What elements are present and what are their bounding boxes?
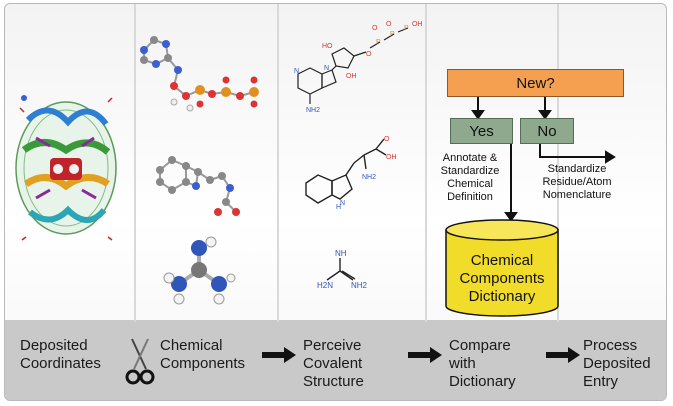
svg-text:NH2: NH2 [306,107,320,114]
tryptophan-2d-structure-icon: H N NH2 O OH [305,136,397,211]
svg-text:OH: OH [346,73,357,80]
svg-text:O: O [386,21,392,28]
svg-text:NH2: NH2 [362,174,376,181]
svg-text:O: O [372,25,378,32]
atp-ball-stick-icon [140,36,259,112]
svg-text:OH: OH [412,21,423,28]
dictionary-label: Chemical Components Dictionary [459,252,545,305]
column-divider [425,4,427,322]
step-process-deposited-entry: Process Deposited Entry [583,337,651,390]
column-divider [557,4,559,322]
protein-structure-icon [15,95,117,241]
guanidine-ball-stick-icon [163,236,236,305]
svg-text:OH: OH [386,154,397,161]
svg-text:N: N [294,68,299,75]
svg-text:N: N [324,65,329,72]
no-branch-node: No [520,118,574,144]
svg-text:O: O [384,136,390,143]
atp-atom-labels-icon: NH2 N N HO OH O P P P O O OH [294,21,423,114]
yes-branch-node: Yes [450,118,513,144]
atp-2d-structure-icon: NH2 N N HO OH O P P P O O OH [294,21,423,114]
step-deposited-coordinates: Deposited Coordinates [20,337,101,372]
guanidine-2d-structure-icon: NH H2N NH2 [317,249,368,290]
svg-text:NH2: NH2 [351,281,368,290]
annotate-note: Annotate & Standardize Chemical Definiti… [440,152,500,203]
flow-arrow-icon [546,347,580,363]
step-chemical-components: Chemical Components [160,337,246,372]
svg-text:O: O [366,51,372,58]
svg-text:P: P [404,25,409,32]
flow-arrow-icon [408,347,442,363]
svg-text:NH: NH [335,249,347,258]
column-divider [134,4,136,322]
svg-text:N: N [340,200,345,207]
tryptophan-ball-stick-icon [156,156,240,216]
svg-text:P: P [390,31,395,38]
standardize-note: Standardize Residue/Atom Nomenclature [542,163,612,201]
column-divider [277,4,279,322]
step-compare-with-dictionary: Compare with Dictionary [449,337,516,390]
svg-text:P: P [376,39,381,46]
step-perceive-covalent-structure: Perceive Covalent Structure [303,337,364,390]
step-bar [5,320,666,400]
scissors-icon [125,338,155,385]
flow-arrow-icon [262,347,296,363]
svg-text:H2N: H2N [317,281,333,290]
svg-text:HO: HO [322,43,333,50]
svg-text:H: H [336,204,341,211]
new-decision-node: New? [447,69,624,97]
